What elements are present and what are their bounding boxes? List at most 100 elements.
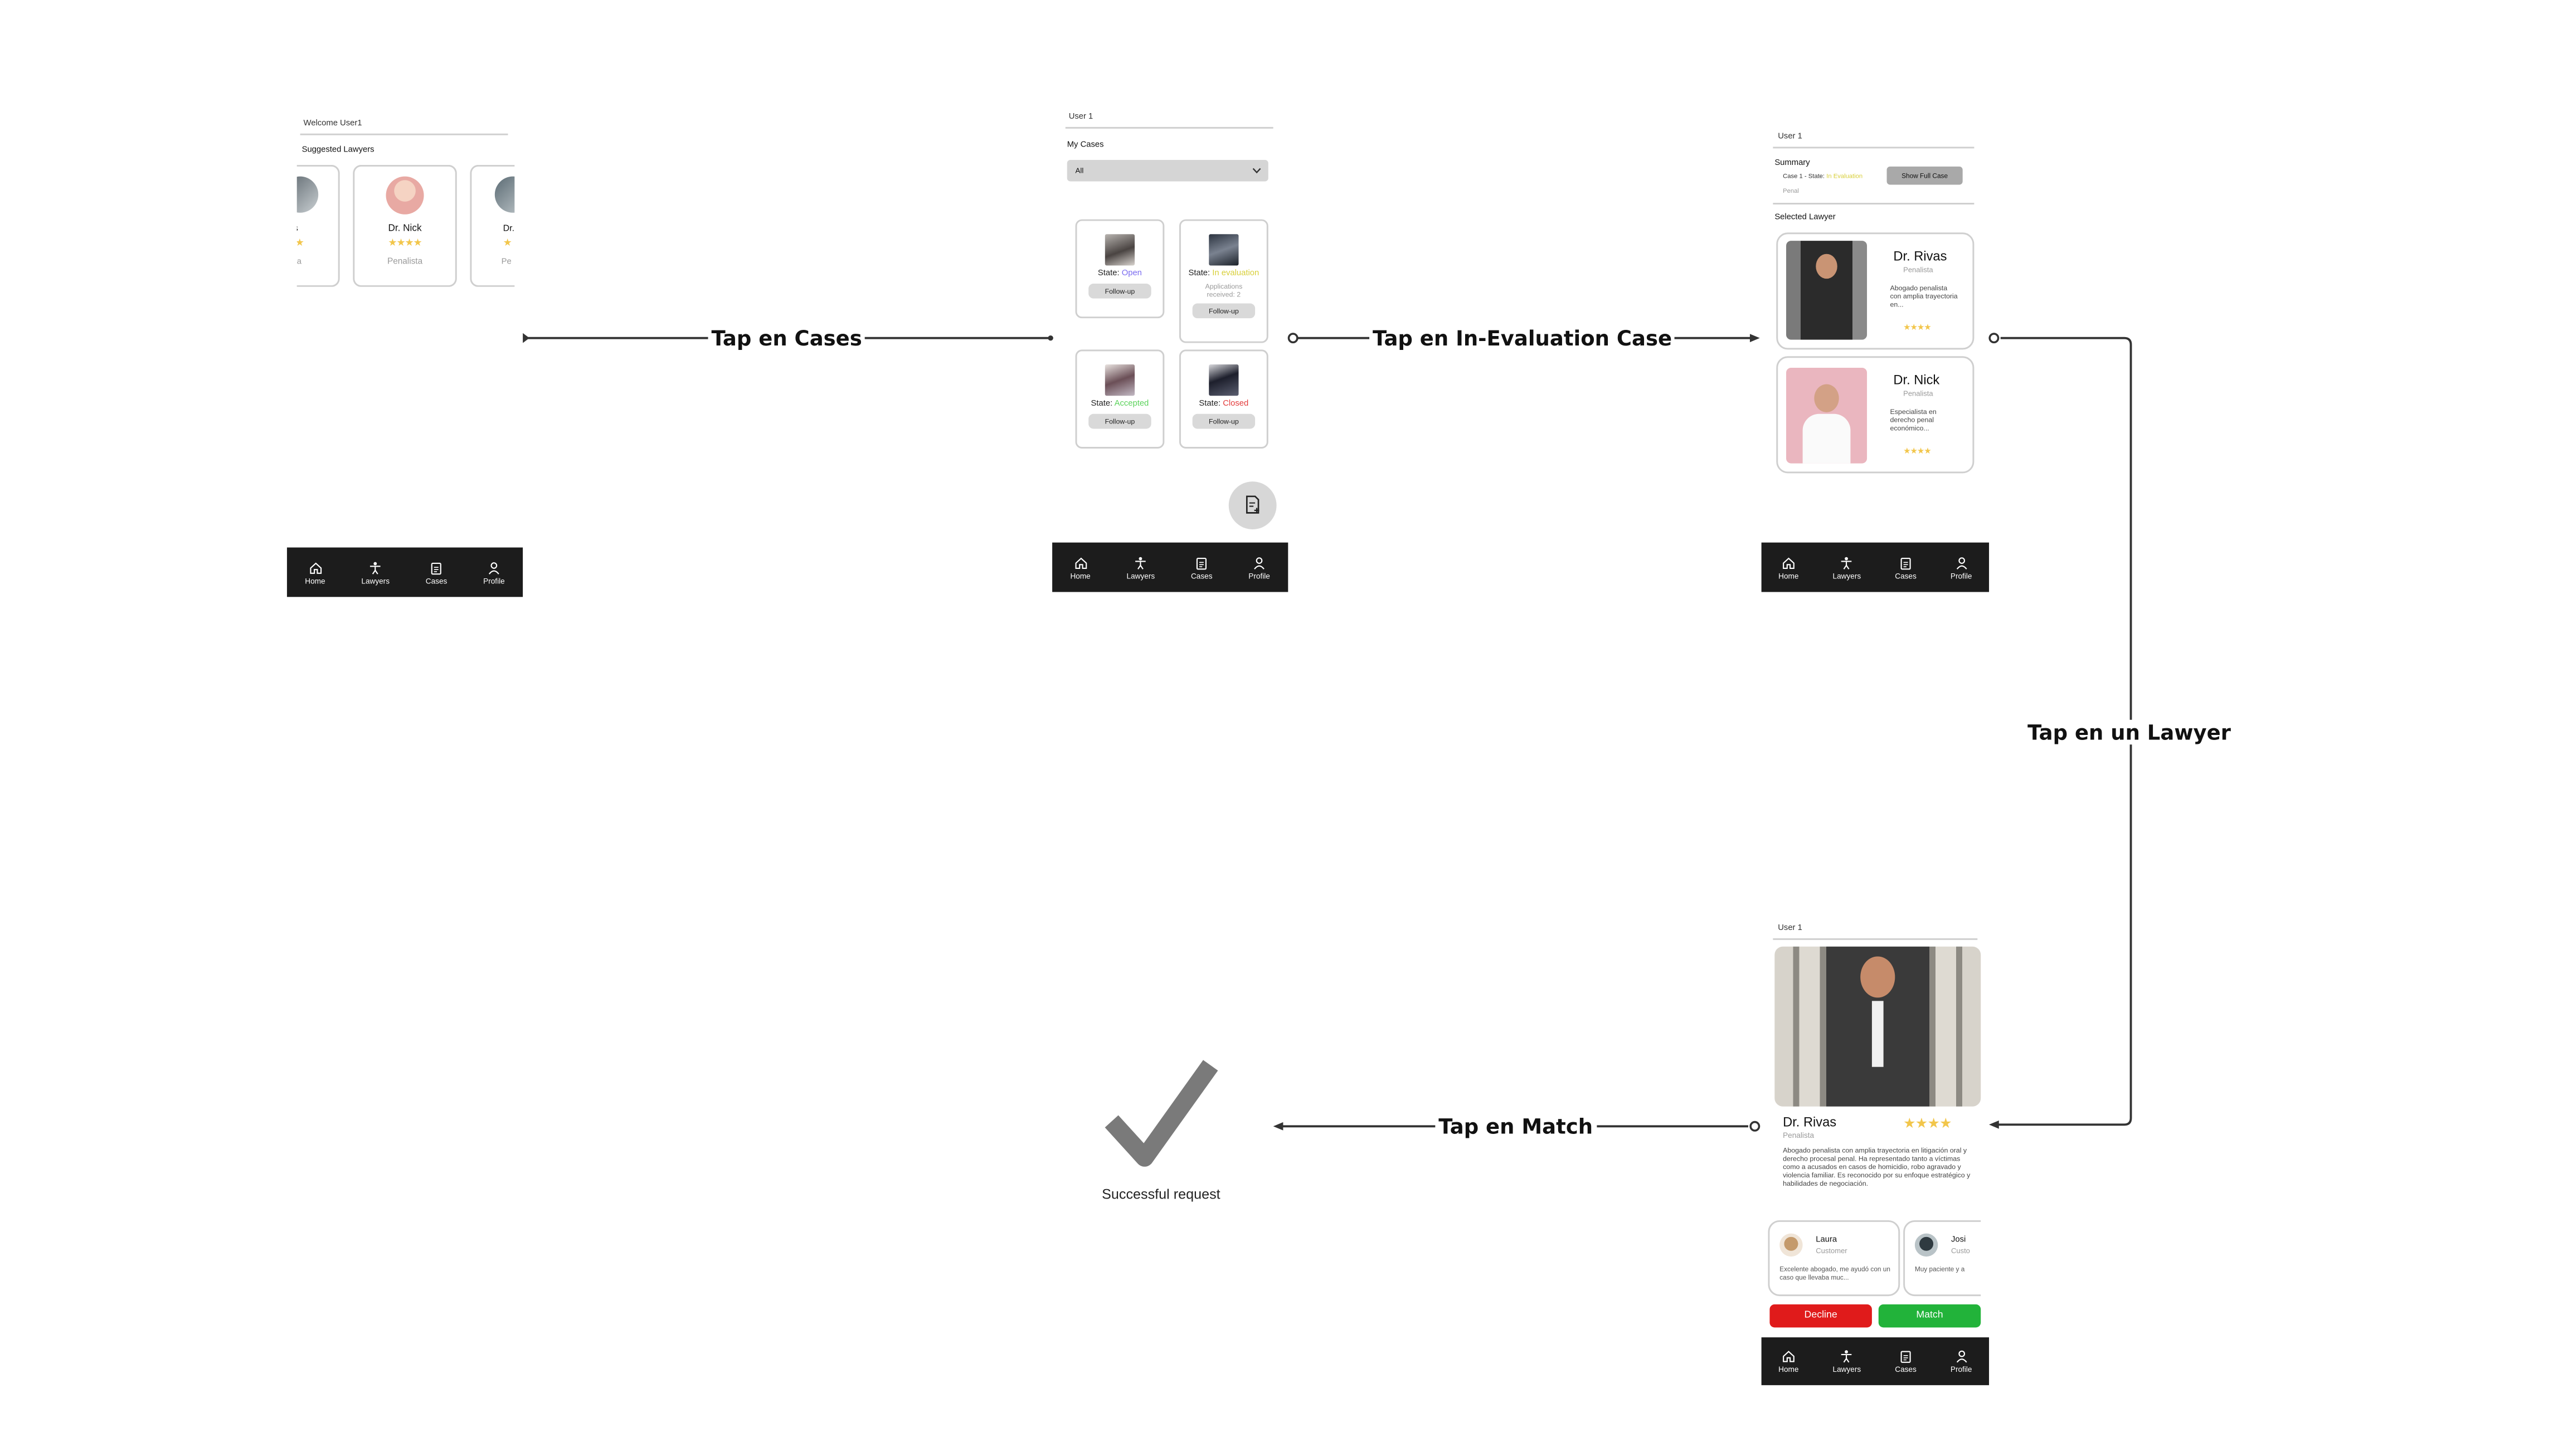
bottom-nav: Home Lawyers Cases Profile (1761, 1337, 1990, 1385)
success-state: Successful request (1080, 1042, 1245, 1224)
bottom-nav: Home Lawyers Cases Profile (1761, 542, 1990, 592)
lawyer-card-dr-rivas[interactable]: Dr. Rivas Penalista Abogado penalista co… (1776, 232, 1975, 350)
rating-stars: ★★★★ (1903, 323, 1931, 333)
follow-up-button[interactable]: Follow-up (1088, 284, 1151, 299)
nav-profile-label: Profile (1950, 571, 1972, 580)
match-button[interactable]: Match (1878, 1304, 1981, 1328)
case-thumbnail (1105, 234, 1135, 266)
lawyer-hero-photo (1774, 946, 1981, 1107)
show-full-case-button[interactable]: Show Full Case (1886, 166, 1963, 185)
flow-label-match: Tap en Match (1435, 1114, 1597, 1139)
decline-button[interactable]: Decline (1769, 1304, 1872, 1328)
case-card-in-evaluation[interactable]: State: In evaluation Applications receiv… (1179, 219, 1268, 343)
case-card-closed[interactable]: State: Closed Follow-up (1179, 349, 1268, 449)
home-icon (1782, 1351, 1795, 1362)
follow-up-button[interactable]: Follow-up (1192, 413, 1256, 429)
lawyer-name: Dr. Rivas (1783, 1114, 1837, 1130)
nav-cases[interactable]: Cases (425, 560, 448, 585)
lawyer-photo (1786, 367, 1868, 464)
lawyer-name: Dr. (503, 224, 515, 235)
lawyer-name: Dr. Rivas (1893, 249, 1947, 264)
nav-cases[interactable]: Cases (1895, 555, 1917, 580)
section-title: Suggested Lawyers (301, 145, 375, 155)
nav-profile[interactable]: Profile (483, 560, 505, 585)
reviewer-role: Customer (1816, 1246, 1847, 1255)
follow-up-button[interactable]: Follow-up (1192, 303, 1256, 319)
case-state: State: Accepted (1091, 399, 1149, 409)
lawyer-specialty: Penalista (387, 257, 423, 267)
flow-label-in-eval: Tap en In-Evaluation Case (1369, 325, 1675, 350)
reviewer-name: Josi (1951, 1235, 1966, 1245)
chevron-down-icon (1252, 168, 1261, 174)
home-icon (1074, 557, 1086, 568)
summary-title: Summary (1774, 158, 1810, 168)
lawyer-card-dr-nick[interactable]: Dr. Nick ★★★★ Penalista (353, 164, 457, 287)
rating-stars: ★ (503, 239, 512, 249)
divider (1773, 938, 1978, 940)
nav-cases[interactable]: Cases (1895, 1349, 1917, 1374)
avatar (386, 176, 424, 215)
divider (1065, 126, 1273, 129)
nav-lawyers[interactable]: Lawyers (361, 560, 390, 585)
face (1816, 254, 1837, 279)
home-icon (309, 562, 321, 573)
nav-profile[interactable]: Profile (1248, 555, 1270, 580)
nav-home[interactable]: Home (1778, 555, 1798, 580)
welcome-text: Welcome User1 (303, 119, 362, 129)
clipboard-icon (431, 562, 442, 574)
reviews-carousel[interactable]: Laura Customer Excelente abogado, me ayu… (1762, 1219, 1981, 1298)
follow-up-button[interactable]: Follow-up (1088, 413, 1151, 429)
user-label: User 1 (1778, 132, 1802, 142)
rating-stars: ★★★★ (1903, 446, 1931, 457)
case-state: State: Open (1097, 269, 1142, 279)
nav-profile[interactable]: Profile (1951, 555, 1972, 580)
case-card-open[interactable]: State: Open Follow-up (1075, 219, 1165, 319)
nav-home[interactable]: Home (1778, 1349, 1798, 1374)
case-filter-select[interactable]: All (1067, 160, 1268, 182)
bottom-nav: Home Lawyers Cases Profile (286, 547, 523, 597)
lawyer-specialty: Penalista (1903, 265, 1933, 274)
nav-home-label: Home (1778, 571, 1799, 580)
nav-lawyers-label: Lawyers (1832, 1365, 1861, 1374)
bottom-nav: Home Lawyers Cases Profile (1052, 542, 1288, 592)
flow-label-cases: Tap en Cases (708, 325, 865, 350)
nav-cases-label: Cases (1895, 1365, 1917, 1374)
lawyer-specialty: ista (296, 257, 301, 267)
case-thumbnail (1209, 234, 1239, 266)
nav-home-label: Home (1070, 571, 1091, 580)
case-card-accepted[interactable]: State: Accepted Follow-up (1075, 349, 1165, 449)
lawyer-card[interactable]: as ★ ista (296, 164, 340, 287)
nav-lawyers-label: Lawyers (361, 576, 390, 585)
nav-lawyers-label: Lawyers (1126, 571, 1155, 580)
divider (300, 133, 508, 135)
select-value: All (1075, 166, 1084, 175)
lawyer-carousel[interactable]: as ★ ista Dr. Nick ★★★★ Penalista Dr. ★ … (296, 164, 515, 287)
nav-lawyers[interactable]: Lawyers (1833, 1349, 1861, 1374)
new-case-fab[interactable] (1228, 481, 1277, 529)
success-message: Successful request (1102, 1185, 1220, 1202)
nav-home[interactable]: Home (305, 560, 325, 585)
nav-profile-label: Profile (1248, 571, 1270, 580)
lawyer-card-dr-nick[interactable]: Dr. Nick Penalista Especialista en derec… (1776, 356, 1975, 474)
profile-icon (1956, 556, 1967, 569)
case-state: State: Closed (1199, 399, 1249, 409)
nav-lawyers[interactable]: Lawyers (1127, 555, 1155, 580)
divider (1773, 147, 1975, 149)
case-thumbnail (1105, 364, 1135, 396)
selected-lawyer-title: Selected Lawyer (1774, 212, 1836, 223)
nav-home[interactable]: Home (1070, 555, 1091, 580)
nav-profile-label: Profile (1950, 1365, 1972, 1374)
lawyer-specialty: Penalista (1783, 1131, 1815, 1140)
checkmark-icon (1105, 1060, 1218, 1167)
home-icon (1782, 557, 1795, 568)
lawyer-card[interactable]: Dr. ★ Pe (470, 164, 515, 287)
nav-cases[interactable]: Cases (1191, 555, 1213, 580)
lawyer-specialty: Penalista (1903, 389, 1933, 398)
nav-lawyers-label: Lawyers (1832, 571, 1861, 580)
user-label: User 1 (1778, 923, 1802, 934)
case-line: Case 1 - State: In Evaluation (1783, 173, 1863, 180)
nav-cases-label: Cases (425, 576, 448, 585)
nav-lawyers[interactable]: Lawyers (1833, 555, 1861, 580)
nav-profile[interactable]: Profile (1951, 1349, 1972, 1374)
